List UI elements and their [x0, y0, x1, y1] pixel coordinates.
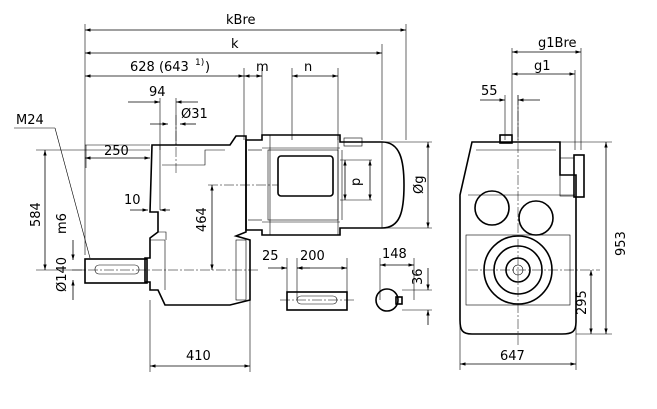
label-647: 647: [500, 349, 525, 364]
label-628-sup: 1): [195, 58, 204, 68]
dimension-410: [149, 300, 251, 372]
motor: [245, 134, 405, 236]
shaft-keyway: [94, 264, 140, 275]
key-detail: [268, 258, 355, 311]
dimension-lines-front-top: [480, 48, 582, 150]
label-464: 464: [195, 207, 210, 232]
shaft-section-detail: [375, 258, 432, 325]
dimension-250: [85, 144, 150, 168]
label-295: 295: [575, 290, 590, 315]
side-view: [14, 24, 432, 372]
label-d31: Ø31: [181, 107, 208, 122]
label-m: m: [256, 60, 269, 75]
dimension-953: [560, 141, 612, 335]
label-g1bre: g1Bre: [538, 36, 577, 51]
label-94: 94: [149, 85, 166, 100]
label-g1: g1: [534, 59, 551, 74]
label-kbre: kBre: [226, 13, 256, 28]
label-584: 584: [29, 202, 44, 227]
label-dg: Øg: [412, 176, 427, 194]
label-m6: m6: [55, 213, 70, 234]
label-250: 250: [104, 144, 129, 159]
label-36: 36: [411, 268, 426, 285]
label-d140: Ø140: [55, 257, 70, 292]
label-p: p: [349, 178, 364, 186]
label-148: 148: [382, 247, 407, 262]
label-n: n: [304, 60, 312, 75]
output-shaft: [84, 258, 148, 284]
dimension-p: [340, 159, 372, 201]
front-view: [459, 48, 612, 370]
label-k: k: [231, 37, 239, 52]
dimension-94: [128, 98, 198, 175]
label-410: 410: [186, 349, 211, 364]
label-628: 628 (643: [130, 60, 189, 75]
label-953: 953: [614, 231, 629, 256]
label-200: 200: [300, 249, 325, 264]
m24-leader: [14, 127, 91, 259]
dimension-g: [382, 141, 432, 229]
label-628-close: ): [205, 60, 210, 75]
label-m24: M24: [16, 113, 44, 128]
label-55: 55: [481, 84, 498, 99]
label-10: 10: [124, 193, 141, 208]
dimension-lines-top: [84, 24, 407, 255]
label-25: 25: [262, 249, 279, 264]
dimension-647: [459, 320, 577, 370]
